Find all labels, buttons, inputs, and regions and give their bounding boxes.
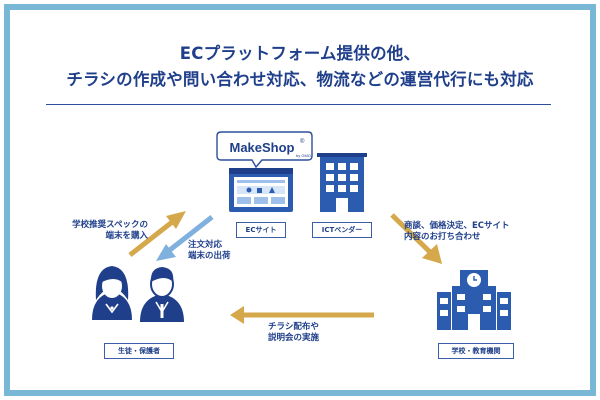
arrow-ship xyxy=(156,215,214,261)
distribute-note: チラシ配布や 説明会の実施 xyxy=(268,322,358,344)
arrow-negotiate xyxy=(390,213,442,264)
ict-vendor-label: ICTベンダー xyxy=(312,222,372,238)
ship-note: 注文対応 端末の出荷 xyxy=(188,240,268,262)
ec-site-label: ECサイト xyxy=(236,222,286,238)
heading-line-2: チラシの作成や問い合わせ対応、物流などの運営代行にも対応 xyxy=(66,70,534,89)
purchase-note: 学校推奨スペックの 端末を購入 xyxy=(48,220,148,242)
logo-sub: by GMO xyxy=(296,153,311,158)
students-guardians-icon xyxy=(92,266,184,322)
distribute-note-line-1: チラシ配布や xyxy=(268,322,319,332)
logo-wordmark: MakeShop xyxy=(229,140,294,155)
ship-note-line-1: 注文対応 xyxy=(188,240,223,250)
negotiate-note: 商談、価格決定、ECサイト 内容のお打ち合わせ xyxy=(404,221,554,243)
arrow-distribute xyxy=(230,306,374,324)
purchase-note-line-1: 学校推奨スペックの xyxy=(72,220,148,230)
students-label: 生徒・保護者 xyxy=(104,343,174,359)
purchase-note-line-2: 端末を購入 xyxy=(105,231,148,241)
distribute-note-line-2: 説明会の実施 xyxy=(268,333,320,343)
ship-note-line-2: 端末の出荷 xyxy=(188,251,231,261)
browser-window-icon xyxy=(229,168,293,212)
office-building-icon xyxy=(317,153,367,212)
arrow-purchase xyxy=(128,211,186,257)
outer-frame xyxy=(4,4,596,396)
school-label: 学校・教育機関 xyxy=(438,343,514,359)
negotiate-note-line-1: 商談、価格決定、ECサイト xyxy=(404,221,510,231)
logo-registered-mark: ® xyxy=(300,138,305,145)
heading-line-1: ECプラットフォーム提供の他、 xyxy=(179,44,421,63)
school-building-icon xyxy=(437,270,511,330)
heading-divider xyxy=(46,104,551,105)
makeshop-logo: MakeShop ® by GMO xyxy=(216,131,313,169)
negotiate-note-line-2: 内容のお打ち合わせ xyxy=(404,232,481,242)
